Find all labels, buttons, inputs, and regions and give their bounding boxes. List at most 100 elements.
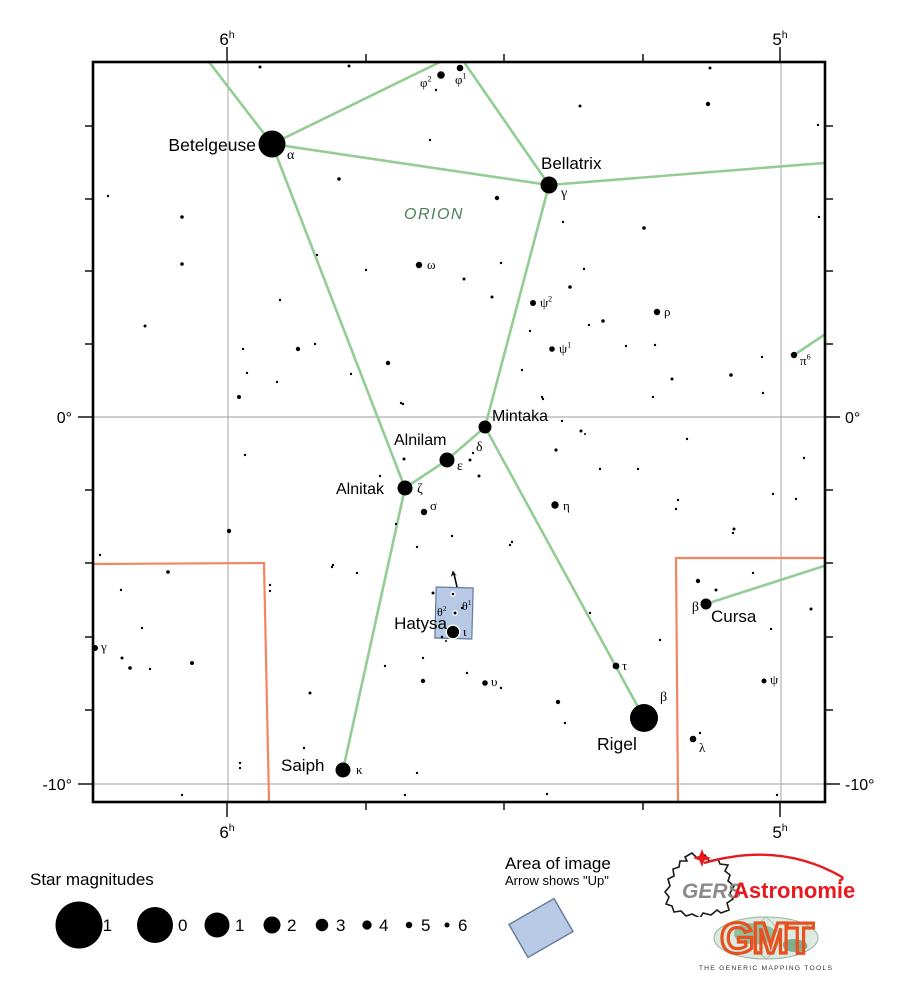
field-star (119, 588, 123, 592)
field-star (674, 507, 678, 511)
field-star (143, 324, 147, 328)
field-star (653, 343, 657, 347)
field-star (582, 267, 586, 271)
constellation-line (403, 458, 449, 490)
gers-astronomie-logo: GERS Astronomie (663, 849, 855, 917)
field-star (315, 253, 319, 257)
greek-label-alnitak: ζ (417, 482, 423, 497)
field-star (445, 640, 447, 642)
greek-label-omega: ω (427, 257, 436, 272)
gers-text: GERS (682, 880, 742, 903)
field-star (568, 285, 572, 289)
gers-department-outline (663, 852, 736, 917)
dec-label-left: 0° (57, 410, 72, 427)
magnitude-circle--1 (55, 901, 103, 949)
up-arrow-head (450, 570, 457, 577)
field-star (364, 268, 368, 272)
gers-swoosh-arc (703, 853, 844, 883)
star-psi2 (530, 300, 536, 306)
constellation-line (483, 425, 646, 720)
field-star (578, 104, 582, 108)
field-star (166, 570, 170, 574)
chart-frame (91, 60, 827, 804)
greek-label-phi1: φ1 (455, 72, 467, 87)
star-label-mintaka: Mintaka (492, 408, 548, 425)
field-star (383, 664, 387, 668)
field-star (499, 686, 503, 690)
field-star (545, 792, 549, 796)
dec-label-right: 0° (845, 410, 860, 427)
field-star (401, 402, 405, 406)
star-rho (653, 308, 661, 316)
greek-label-eta: η (563, 498, 570, 513)
field-star (494, 195, 500, 201)
gmt-text: GMT (720, 914, 814, 963)
star-label-bellatrix: Bellatrix (541, 154, 602, 173)
field-star (415, 771, 419, 775)
field-star (561, 220, 565, 224)
field-star (180, 215, 184, 219)
star-eta (551, 501, 559, 509)
greek-label-theta2: θ2 (437, 604, 447, 619)
star-label-cursa: Cursa (711, 607, 757, 626)
greek-label-rho: ρ (664, 304, 671, 319)
magnitude-circle-3 (315, 918, 329, 932)
field-star (180, 793, 184, 797)
star-cursa (700, 598, 712, 610)
field-star (465, 671, 469, 675)
star-pi6 (790, 351, 798, 359)
star-theta2 (452, 610, 458, 616)
field-star (128, 666, 132, 670)
legend-title: Star magnitudes (30, 870, 154, 889)
field-star (106, 194, 110, 198)
field-star (751, 571, 755, 575)
field-star (238, 761, 242, 765)
field-star (598, 467, 602, 471)
field-star (403, 793, 407, 797)
dec-label-left: -10° (42, 777, 72, 794)
field-star (440, 635, 444, 639)
hour-label-top: 5h (772, 29, 787, 49)
field-star (347, 64, 351, 68)
star-psi-eri (761, 678, 767, 684)
magnitude-circle-0 (137, 907, 173, 943)
field-star (729, 373, 733, 377)
field-star (98, 553, 102, 557)
field-star (349, 372, 353, 376)
field-star (563, 721, 567, 725)
greek-label-bellatrix: γ (560, 186, 567, 201)
field-star (140, 626, 144, 630)
greek-label-psi1: ψ1 (559, 341, 571, 356)
constellation-boundary-right (674, 556, 824, 802)
field-star (554, 448, 558, 452)
field-star (275, 380, 279, 384)
field-star (601, 319, 605, 323)
astronomie-text: Astronomie (733, 878, 855, 903)
constellation-line (445, 425, 487, 462)
greek-label-alnilam: ε (457, 459, 463, 474)
gmt-subtext: THE GENERIC MAPPING TOOLS (699, 965, 833, 972)
magnitude-label-6: 6 (458, 916, 467, 935)
field-star (670, 377, 674, 381)
field-star (732, 527, 736, 531)
star-tau (612, 662, 620, 670)
star-phi1 (456, 64, 464, 72)
area-of-image-subtitle: Arrow shows "Up" (505, 873, 609, 888)
field-star (241, 347, 245, 351)
field-star (802, 456, 806, 460)
magnitude-circle-1 (204, 912, 230, 938)
field-star (809, 607, 813, 611)
field-star (420, 678, 426, 684)
constellation-line (483, 183, 551, 429)
field-star (337, 177, 341, 181)
field-star (238, 766, 242, 770)
greek-label-lambda: λ (699, 740, 706, 755)
magnitude-circle-6 (444, 922, 450, 928)
hour-label-top: 6h (219, 29, 234, 49)
hour-label-bottom: 5h (772, 822, 787, 842)
star-mintaka (478, 420, 492, 434)
field-star (508, 543, 512, 547)
